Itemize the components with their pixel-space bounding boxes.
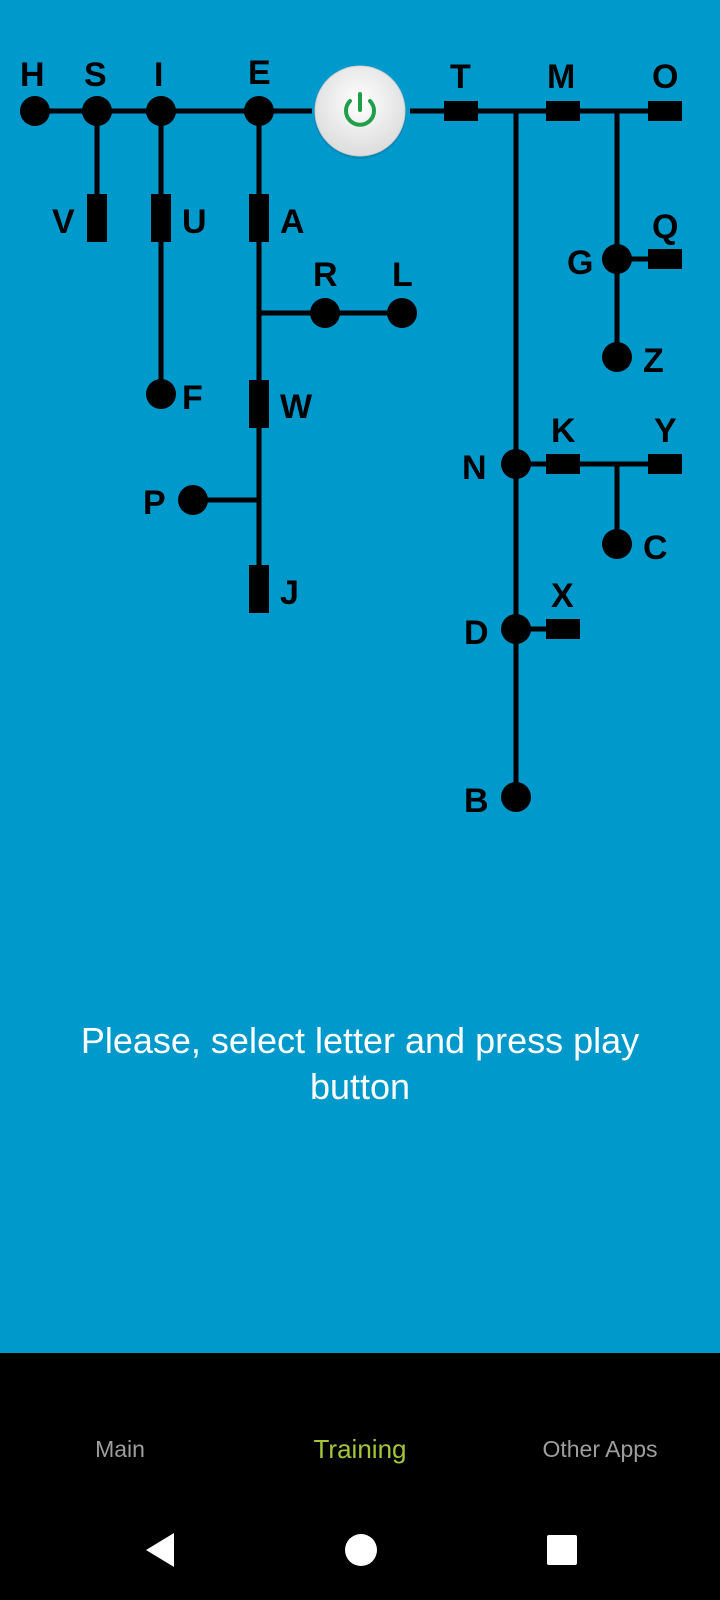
node-K[interactable] [546,454,580,474]
node-S[interactable] [82,96,112,126]
letter-H[interactable]: H [20,56,45,94]
node-V[interactable] [87,194,107,242]
morse-tree: H S I E T M O V U A R L F W P J Q G Z K … [20,54,682,820]
node-O[interactable] [648,101,682,121]
letter-P[interactable]: P [143,484,166,522]
letter-I[interactable]: I [154,56,163,94]
node-X[interactable] [546,619,580,639]
node-E[interactable] [244,96,274,126]
letter-V[interactable]: V [52,203,75,241]
node-F[interactable] [146,379,176,409]
letter-Q[interactable]: Q [652,208,678,246]
letter-R[interactable]: R [313,256,338,294]
back-triangle-icon[interactable] [143,1530,177,1570]
letter-J[interactable]: J [280,574,299,612]
node-H[interactable] [20,96,50,126]
node-G[interactable] [602,244,632,274]
letter-F[interactable]: F [182,379,203,417]
node-U[interactable] [151,194,171,242]
node-R[interactable] [310,298,340,328]
node-P[interactable] [178,485,208,515]
node-D[interactable] [501,614,531,644]
letter-D[interactable]: D [464,614,489,652]
node-I[interactable] [146,96,176,126]
node-N[interactable] [501,449,531,479]
letter-C[interactable]: C [643,529,668,567]
node-Z[interactable] [602,342,632,372]
letter-B[interactable]: B [464,782,489,820]
node-T[interactable] [444,101,478,121]
letter-T[interactable]: T [450,58,471,96]
letter-A[interactable]: A [280,203,305,241]
letter-M[interactable]: M [547,58,575,96]
node-A[interactable] [249,194,269,242]
letter-X[interactable]: X [551,577,574,615]
node-C[interactable] [602,529,632,559]
power-icon [344,92,376,127]
recents-square-icon[interactable] [545,1530,579,1570]
node-M[interactable] [546,101,580,121]
instruction-text: Please, select letter and press play but… [80,1020,640,1107]
letter-E[interactable]: E [248,54,271,92]
node-J[interactable] [249,565,269,613]
letter-O[interactable]: O [652,58,678,96]
letter-Z[interactable]: Z [643,342,664,380]
letter-L[interactable]: L [392,256,413,294]
node-L[interactable] [387,298,417,328]
node-W[interactable] [249,380,269,428]
tab-training[interactable]: Training [313,1434,407,1464]
tab-other-apps[interactable]: Other Apps [542,1436,658,1462]
home-circle-icon[interactable] [344,1530,378,1570]
letter-K[interactable]: K [551,412,576,450]
play-button[interactable] [314,65,406,159]
node-B[interactable] [501,782,531,812]
letter-U[interactable]: U [182,203,207,241]
node-Y[interactable] [648,454,682,474]
node-Q[interactable] [648,249,682,269]
letter-Y[interactable]: Y [654,412,677,450]
tab-main[interactable]: Main [95,1436,145,1462]
letter-W[interactable]: W [280,388,313,426]
tree-lines [35,108,682,797]
letter-N[interactable]: N [462,449,487,487]
letter-G[interactable]: G [567,244,593,282]
letter-S[interactable]: S [84,56,107,94]
